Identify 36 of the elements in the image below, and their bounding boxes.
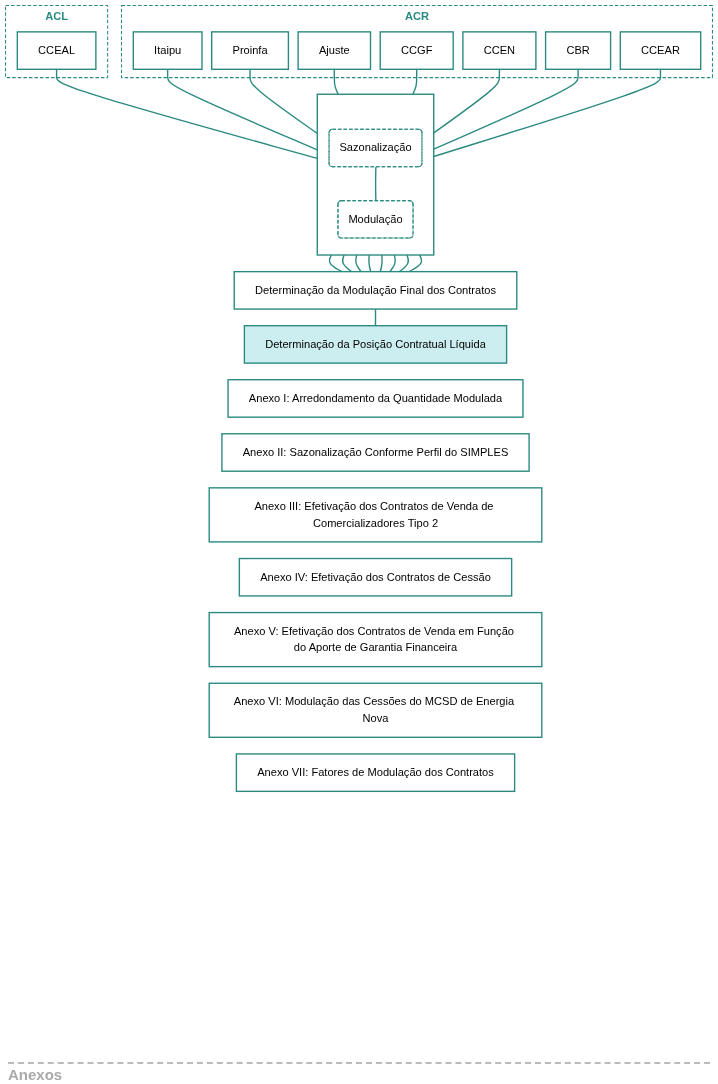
node-box: CCGF — [379, 31, 454, 70]
node-box: Anexo V: Efetivação dos Contratos de Venda em Função do Aporte de Garantia Financeira — [208, 611, 543, 668]
connector — [333, 68, 339, 95]
connector — [408, 254, 423, 273]
connector — [389, 254, 396, 273]
connector — [374, 166, 377, 202]
connector — [412, 68, 418, 95]
connector — [328, 254, 343, 273]
node-box: Anexo III: Efetivação dos Contratos de Venda de Comercializadores Tipo 2 — [208, 487, 543, 543]
node-box: Itaipu — [132, 31, 203, 70]
node-box: CCEN — [462, 31, 537, 70]
connector — [355, 254, 362, 273]
connector — [379, 254, 383, 273]
connector — [433, 68, 579, 150]
connector — [433, 68, 662, 158]
node-box: Anexo I: Arredondamento da Quantidade Modulada — [227, 379, 524, 418]
node-box: CCEAR — [619, 31, 702, 70]
node-box: CCEAL — [16, 31, 97, 70]
node-box: Proinfa — [211, 31, 290, 70]
connector — [398, 254, 410, 273]
node-box: Determinação da Posição Contratual Líquida — [243, 325, 508, 364]
connector — [341, 254, 353, 273]
connector — [166, 68, 318, 151]
node-box: Determinação da Modulação Final dos Contratos — [233, 270, 518, 310]
node-box: Anexo II: Sazonalização Conforme Perfil do SIMPLES — [221, 433, 530, 472]
node-box: Anexo VII: Fatores de Modulação dos Contratos — [235, 753, 516, 793]
section-label: Anexos — [8, 1066, 63, 1083]
connector — [433, 68, 501, 134]
connector — [368, 254, 372, 273]
cluster — [316, 93, 435, 256]
node-box: Ajuste — [297, 31, 372, 70]
connector — [249, 68, 318, 135]
node-box: Anexo VI: Modulação das Cessões do MCSD de Energia Nova — [208, 682, 543, 738]
node-box: Anexo IV: Efetivação dos Contratos de Cessão — [238, 557, 513, 597]
node-box: CBR — [544, 31, 612, 70]
connector — [55, 68, 318, 160]
